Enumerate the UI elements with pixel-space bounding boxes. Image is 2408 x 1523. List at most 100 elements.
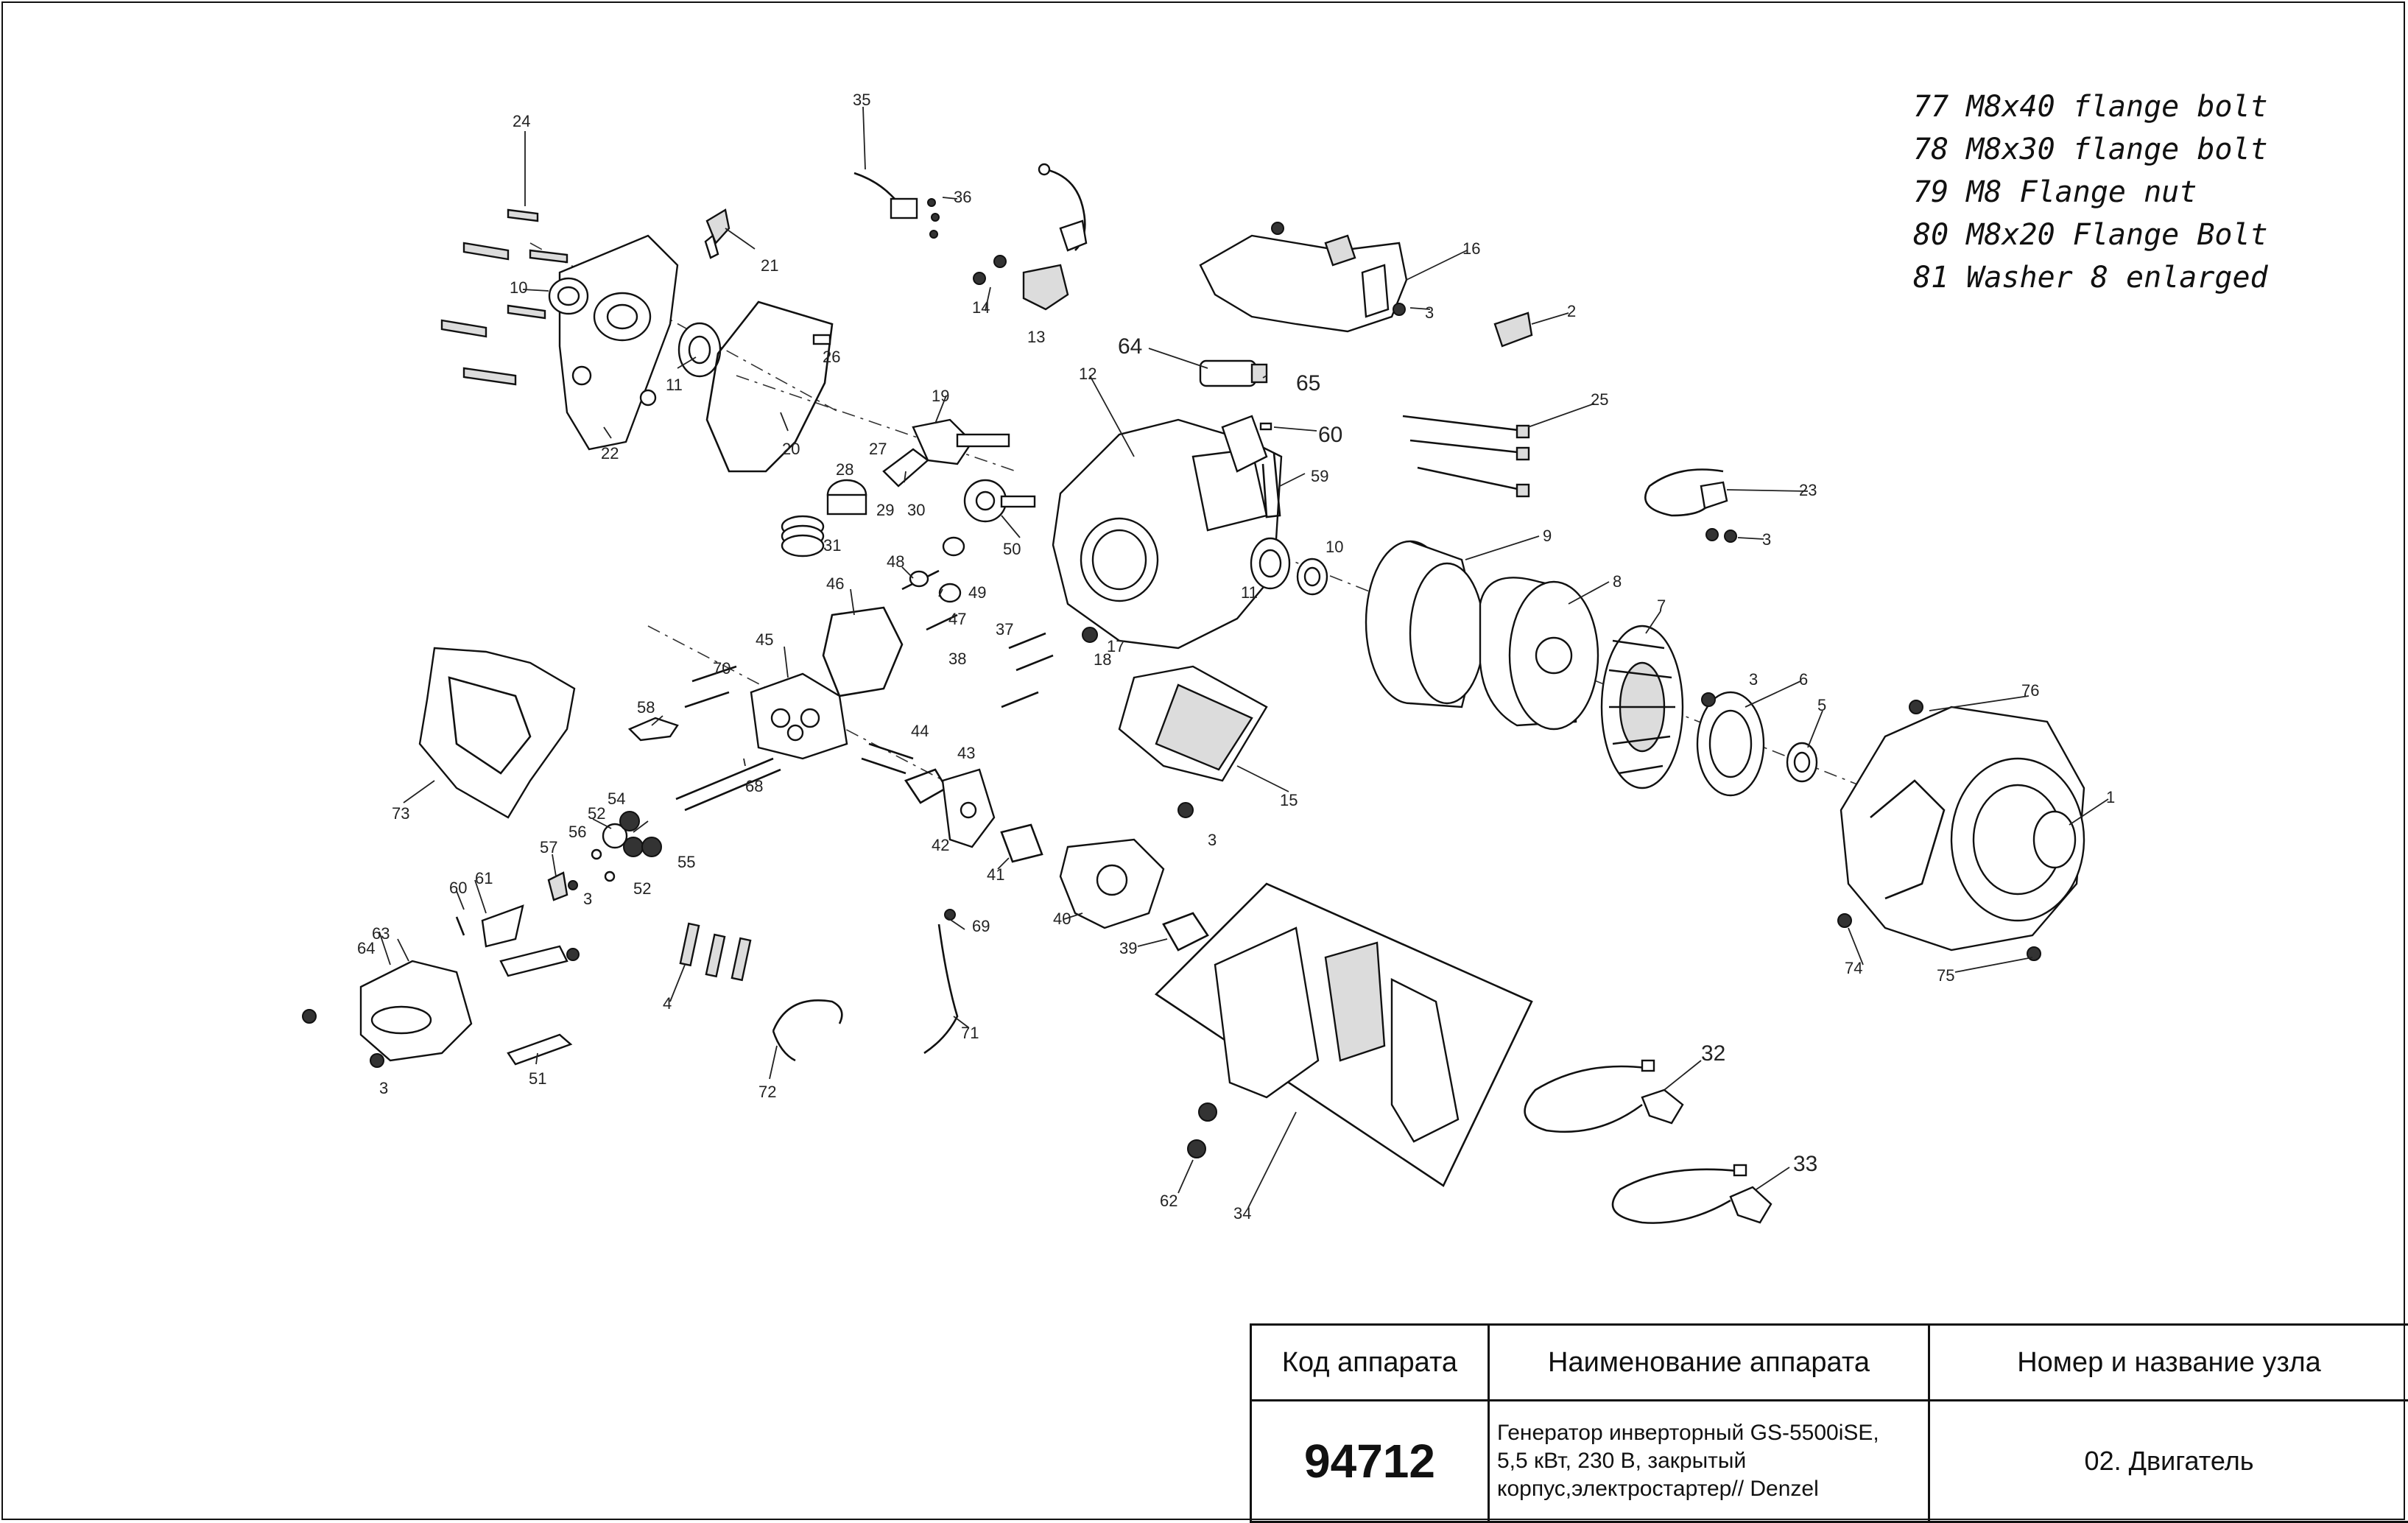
callout: 19 xyxy=(932,387,949,405)
callout: 28 xyxy=(836,460,853,479)
callout: 8 xyxy=(1613,572,1622,591)
keys-4 xyxy=(679,922,752,982)
camshaft-50 xyxy=(963,479,1036,523)
callout: 3 xyxy=(1762,530,1771,549)
callout: 1 xyxy=(2106,788,2115,806)
valve-cover-64 xyxy=(359,960,473,1062)
callout: 46 xyxy=(826,574,844,593)
callout: 24 xyxy=(513,112,530,130)
gasket-39 xyxy=(1162,912,1209,952)
callout: 75 xyxy=(1937,966,1954,985)
legend-item: 81 Washer 8 enlarged xyxy=(1913,261,2268,295)
nut-5 xyxy=(1786,742,1818,783)
head-gasket-46 xyxy=(822,606,904,697)
callout: 60 xyxy=(449,879,467,897)
callout: 63 xyxy=(372,924,390,943)
callout: 10 xyxy=(1326,538,1343,556)
solenoid-66-67 xyxy=(1199,359,1268,387)
piston-28 xyxy=(826,479,867,516)
studs-44 xyxy=(868,742,914,760)
callout: 76 xyxy=(2021,681,2039,700)
callout: 65 xyxy=(1296,371,1320,395)
callout: 59 xyxy=(1311,467,1328,485)
callout: 2 xyxy=(1567,302,1576,320)
wire-72 xyxy=(772,999,843,1032)
name-header: Наименование аппарата xyxy=(1488,1323,1930,1401)
callout: 10 xyxy=(510,278,527,297)
callout: 32 xyxy=(1701,1041,1725,1066)
crankcase-cover-22 xyxy=(558,234,679,451)
callout: 41 xyxy=(987,865,1004,884)
callout: 54 xyxy=(608,789,625,808)
callout: 12 xyxy=(1079,365,1096,383)
hardware-legend: 77 M8x40 flange bolt 78 M8x30 flange bol… xyxy=(1913,85,2268,299)
legend-item: 79 M8 Flange nut xyxy=(1913,175,2197,209)
part-2 xyxy=(1493,312,1533,348)
callout: 45 xyxy=(756,630,773,649)
pushrods-70 xyxy=(684,665,737,708)
callout: 58 xyxy=(637,698,655,717)
callout: 21 xyxy=(761,256,778,275)
callout: 20 xyxy=(782,440,800,458)
apparatus-name-line: корпус,электростартер// Denzel xyxy=(1497,1477,1819,1501)
nut-63a xyxy=(1198,1102,1217,1122)
callout: 61 xyxy=(475,869,493,887)
air-filter-34 xyxy=(1154,882,1533,1187)
callout: 72 xyxy=(758,1083,776,1101)
fan-7 xyxy=(1600,625,1684,789)
callout: 71 xyxy=(961,1024,979,1042)
callout: 35 xyxy=(853,91,870,109)
callout: 13 xyxy=(1027,328,1045,346)
callout: 47 xyxy=(948,610,966,628)
drain-plug-21 xyxy=(704,208,731,259)
dowel-26 xyxy=(812,334,831,345)
legend-item: 78 M8x30 flange bolt xyxy=(1913,133,2268,166)
legend-item: 77 M8x40 flange bolt xyxy=(1913,90,2268,124)
apparatus-name-line: 5,5 кВт, 230 В, закрытый xyxy=(1497,1449,1747,1473)
callout: 34 xyxy=(1233,1204,1251,1223)
callout: 73 xyxy=(392,804,409,823)
callout: 3 xyxy=(1425,303,1434,322)
clip-58 xyxy=(1261,452,1281,518)
ignition-coil-13 xyxy=(973,163,1088,311)
sensor-23 xyxy=(1644,468,1737,543)
gasket-41 xyxy=(1000,823,1043,863)
crankshaft-19 xyxy=(912,418,1010,465)
callout: 36 xyxy=(954,188,971,206)
callout: 11 xyxy=(666,376,683,394)
spark-plug-57 xyxy=(627,717,679,742)
callout: 40 xyxy=(1053,910,1071,928)
callout: 3 xyxy=(1208,831,1217,849)
callout: 23 xyxy=(1799,481,1817,499)
bolt-3-valvecover xyxy=(370,1053,384,1068)
stator-9 xyxy=(1365,540,1485,708)
valves-47-49 xyxy=(901,536,965,631)
apparatus-name: Генератор инверторный GS-5500iSE, 5,5 кВ… xyxy=(1488,1399,1930,1523)
callout: 48 xyxy=(887,552,904,571)
shroud-16 xyxy=(1199,222,1408,333)
callout: 49 xyxy=(968,583,986,602)
callout: 39 xyxy=(1119,939,1137,957)
pin-62 xyxy=(1259,422,1272,431)
callout: 70 xyxy=(713,659,731,678)
callout: 69 xyxy=(972,917,990,935)
bolt-17-18 xyxy=(1082,627,1098,643)
callout: 5 xyxy=(1817,696,1826,714)
wire-35 xyxy=(853,172,940,239)
leader-lines xyxy=(379,106,2109,1209)
tube-51 xyxy=(507,1033,573,1066)
bolt-3-cup xyxy=(1701,692,1716,707)
callout: 26 xyxy=(823,348,840,366)
unit-header: Номер и название узла xyxy=(1928,1323,2408,1401)
bolt-74 xyxy=(1837,913,1852,928)
legend-item: 80 M8x20 Flange Bolt xyxy=(1913,218,2268,252)
recoil-starter-1 xyxy=(1840,706,2085,952)
rocker-59-61 xyxy=(455,871,580,977)
rotor-8 xyxy=(1479,577,1599,731)
cover-15 xyxy=(1118,665,1268,782)
sensor-33 xyxy=(1611,1164,1772,1224)
callout: 31 xyxy=(823,536,841,555)
callout: 3 xyxy=(1749,670,1758,689)
rings-31 xyxy=(781,515,825,558)
